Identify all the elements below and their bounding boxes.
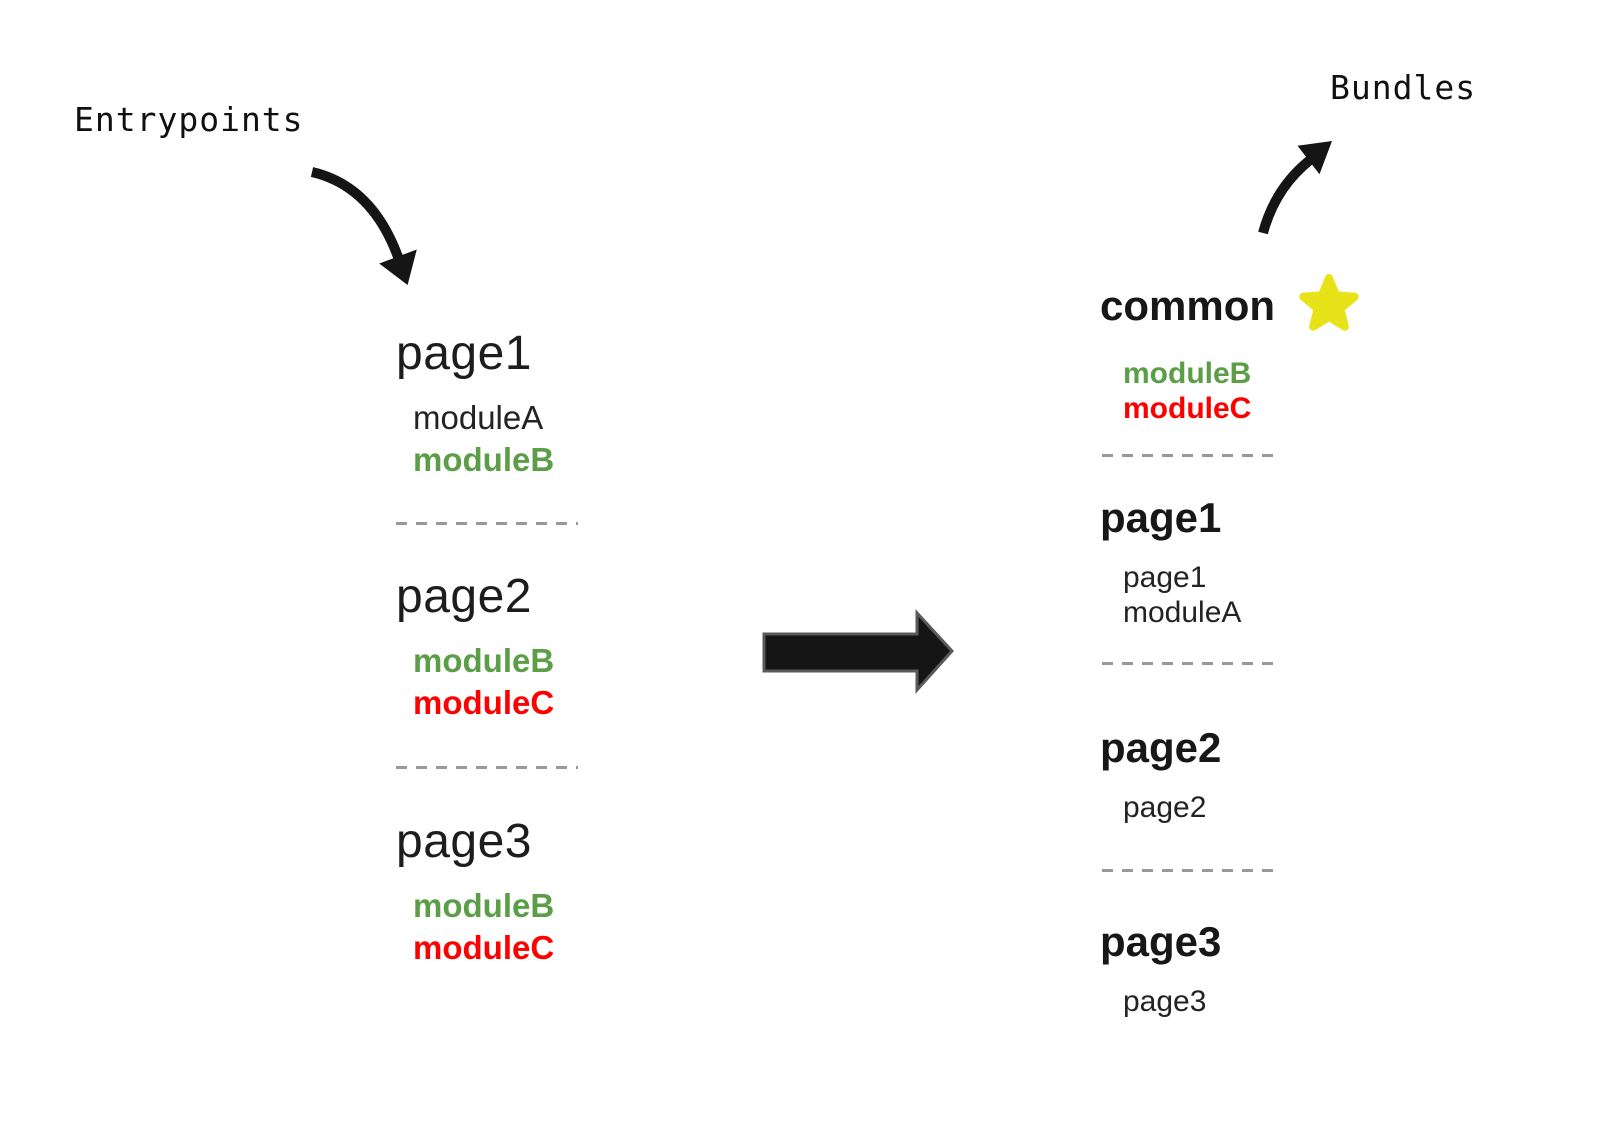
star-icon bbox=[1299, 274, 1359, 331]
dashed-divider bbox=[396, 522, 578, 525]
entry-section-page2: page2 moduleB moduleC bbox=[396, 571, 656, 724]
bundle-module-list: moduleB moduleC bbox=[1123, 356, 1400, 426]
module-item: moduleA bbox=[1123, 596, 1242, 629]
entry-module-list: moduleB moduleC bbox=[413, 640, 656, 724]
bundle-title: common bbox=[1100, 282, 1276, 329]
bundle-module-list: page2 bbox=[1123, 790, 1400, 825]
module-item: moduleB bbox=[413, 441, 555, 478]
entry-title: page3 bbox=[396, 815, 532, 868]
entrypoints-curved-arrow-icon bbox=[310, 167, 417, 285]
entry-section-page1: page1 moduleA moduleB bbox=[396, 328, 656, 481]
bundle-title-row: common bbox=[1100, 274, 1400, 338]
entry-module-list: moduleA moduleB bbox=[413, 397, 656, 481]
entrypoints-label: Entrypoints bbox=[74, 100, 304, 139]
dashed-divider bbox=[1102, 869, 1282, 872]
dashed-divider bbox=[1102, 662, 1282, 665]
bundles-curved-arrow-icon bbox=[1258, 141, 1332, 235]
module-item: moduleC bbox=[413, 684, 555, 721]
entry-title: page2 bbox=[396, 570, 532, 623]
module-item: moduleB bbox=[1123, 357, 1252, 390]
bundle-section-page3: page3 page3 bbox=[1100, 918, 1400, 1019]
bundle-title: page1 bbox=[1100, 494, 1222, 541]
bundle-section-common: common moduleB moduleC bbox=[1100, 274, 1400, 426]
module-item: moduleB bbox=[413, 642, 555, 679]
module-item: moduleC bbox=[413, 929, 555, 966]
entry-section-page3: page3 moduleB moduleC bbox=[396, 816, 656, 969]
bundle-title: page2 bbox=[1100, 724, 1222, 771]
dashed-divider bbox=[1102, 454, 1282, 457]
module-item: page1 bbox=[1123, 561, 1207, 594]
bundle-module-list: page1 moduleA bbox=[1123, 560, 1400, 630]
module-item: moduleA bbox=[413, 399, 544, 436]
bundle-title: page3 bbox=[1100, 918, 1222, 965]
bundles-label: Bundles bbox=[1330, 68, 1477, 107]
entry-title: page1 bbox=[396, 327, 532, 380]
transform-right-arrow-icon bbox=[762, 609, 955, 694]
bundle-section-page1: page1 page1 moduleA bbox=[1100, 494, 1400, 630]
dashed-divider bbox=[396, 766, 578, 769]
bundle-section-page2: page2 page2 bbox=[1100, 724, 1400, 825]
module-item: page2 bbox=[1123, 791, 1207, 824]
module-item: moduleB bbox=[413, 887, 555, 924]
module-item: moduleC bbox=[1123, 392, 1252, 425]
bundle-module-list: page3 bbox=[1123, 984, 1400, 1019]
entry-module-list: moduleB moduleC bbox=[413, 885, 656, 969]
module-item: page3 bbox=[1123, 985, 1207, 1018]
